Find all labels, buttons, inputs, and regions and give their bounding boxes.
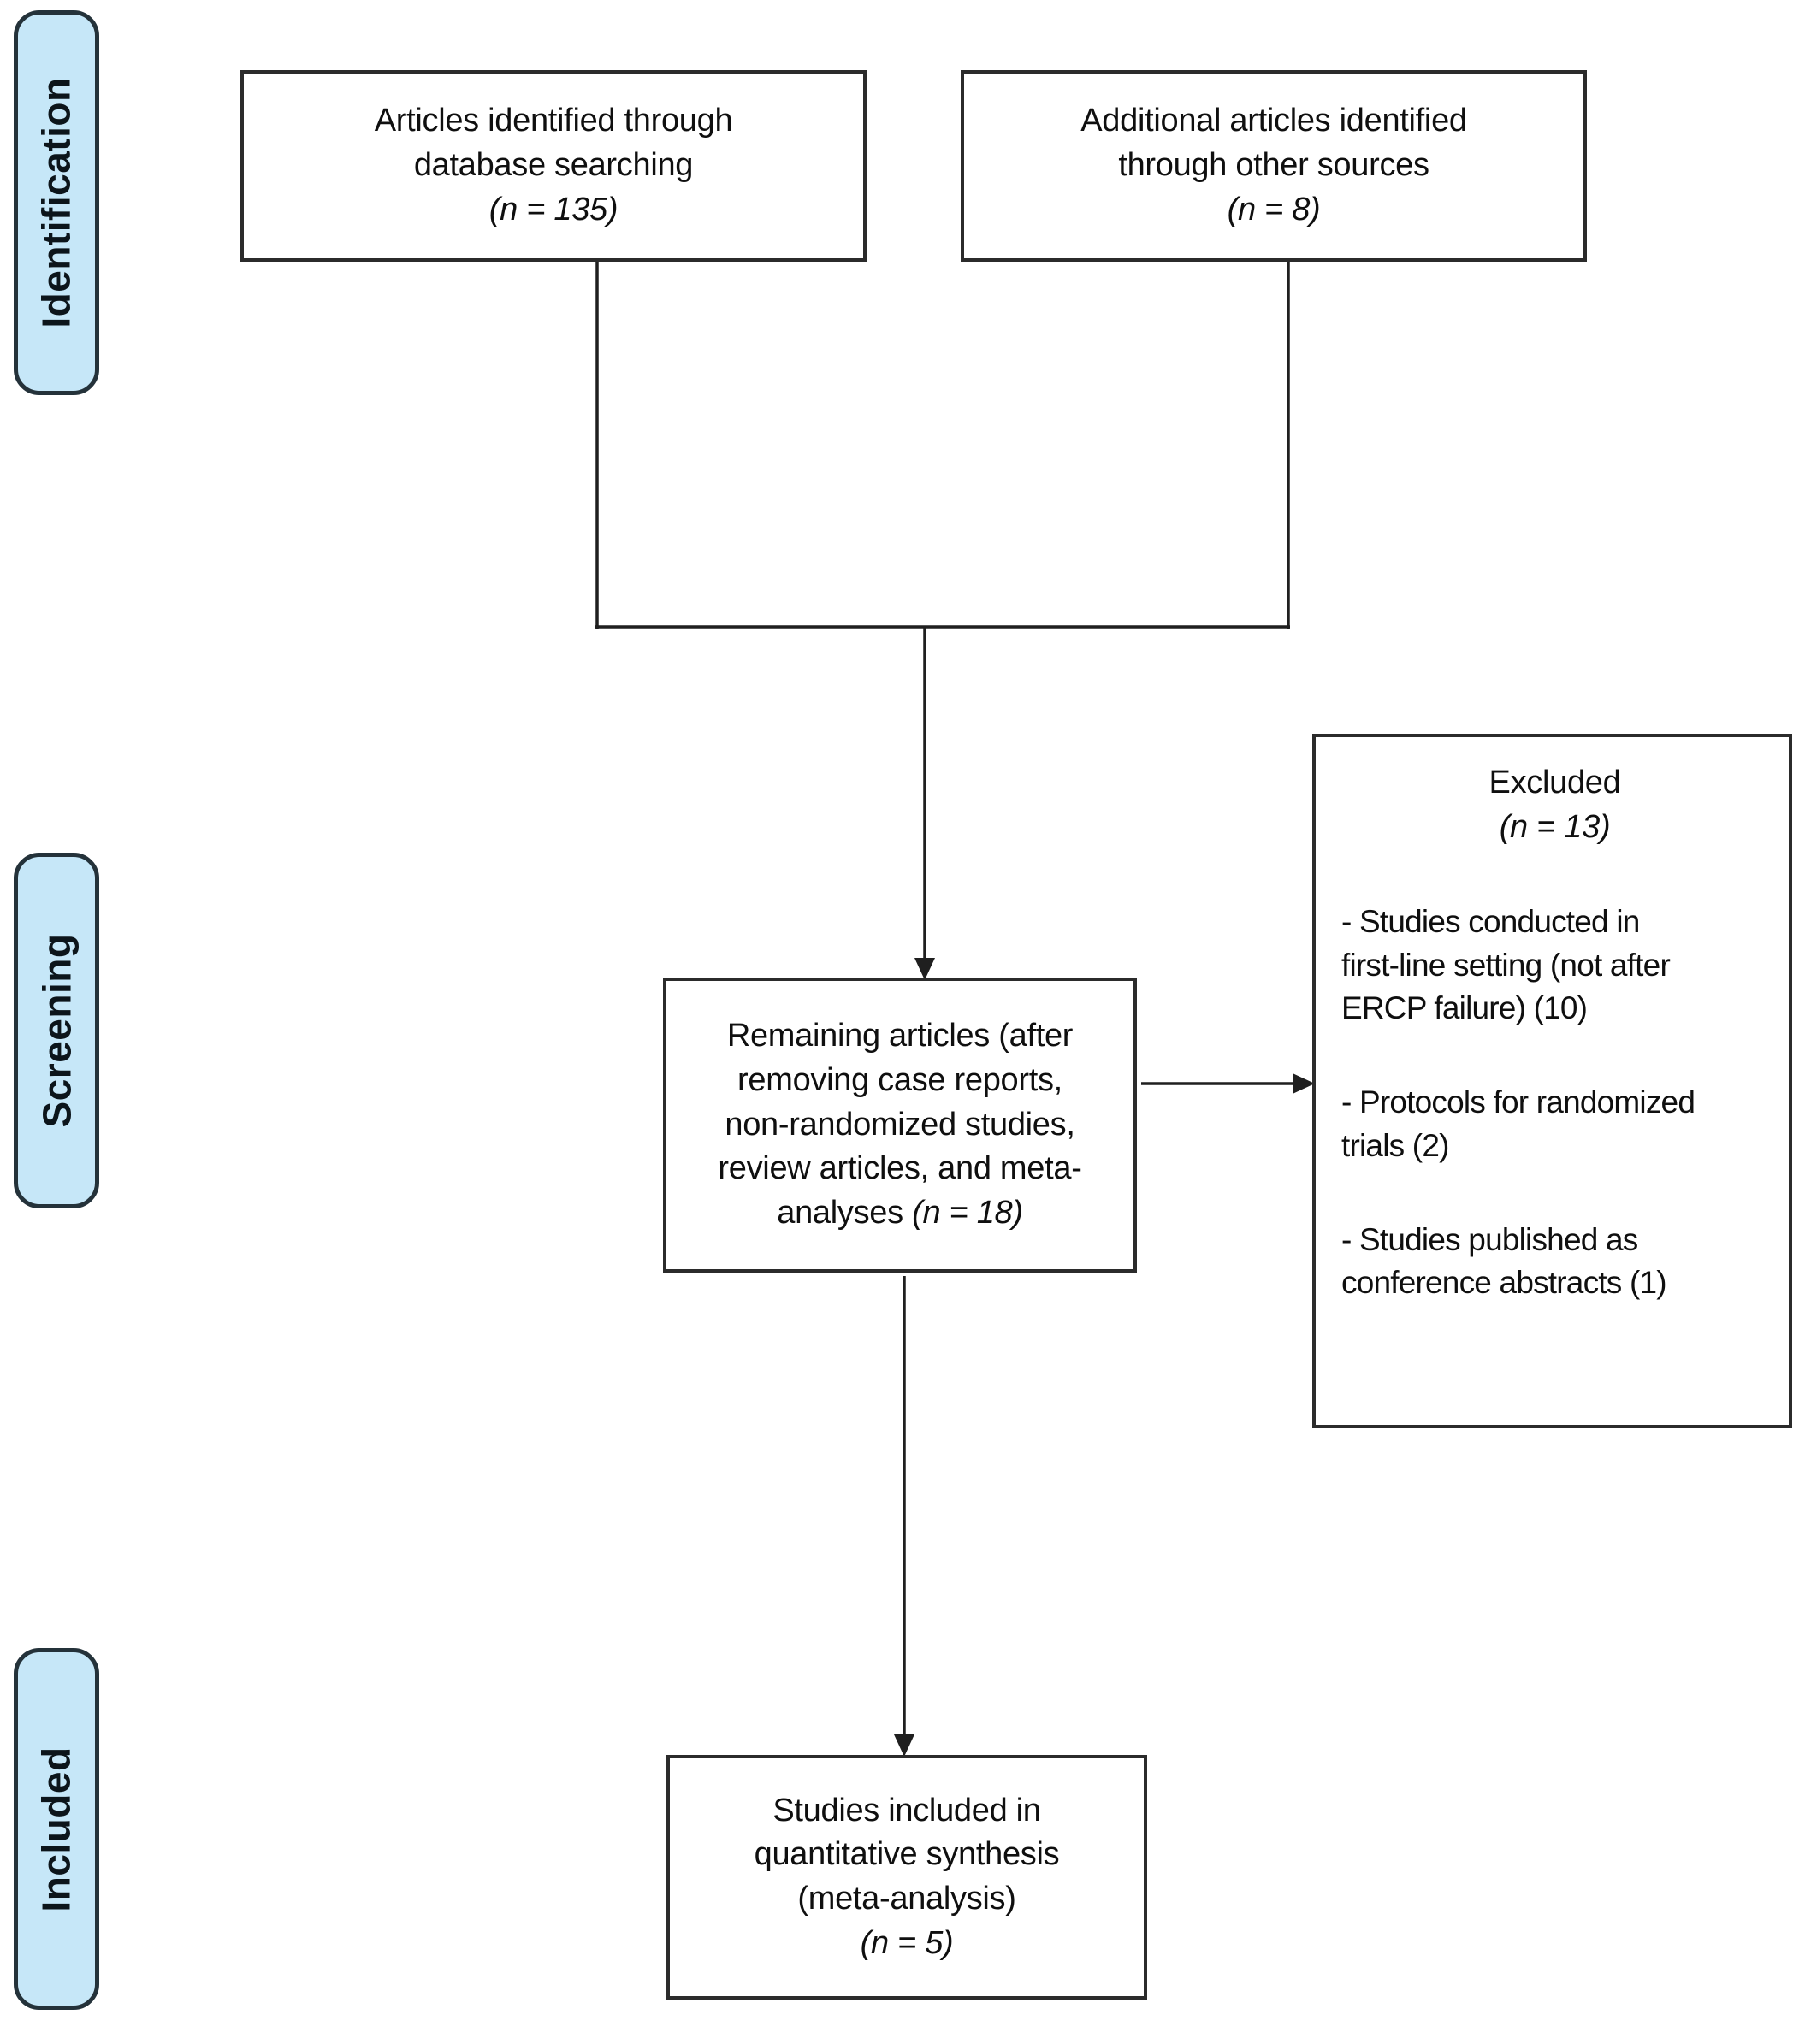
excluded-reason-first-line-setting: - Studies conducted in first-line settin… xyxy=(1341,901,1768,1030)
box-studies-included: Studies included in quantitative synthes… xyxy=(666,1755,1147,2000)
excluded-reason-protocols: - Protocols for randomized trials (2) xyxy=(1341,1081,1768,1167)
box-remaining-articles: Remaining articles (after removing case … xyxy=(663,978,1137,1273)
excluded-reason3-line2: conference abstracts (1) xyxy=(1341,1265,1667,1301)
box-excluded-heading: Excluded (n = 13) xyxy=(1341,761,1768,849)
box-excluded-count: (n = 13) xyxy=(1499,808,1611,845)
stage-label-identification: Identification xyxy=(14,10,99,395)
excluded-reason-conference-abstracts: - Studies published as conference abstra… xyxy=(1341,1219,1768,1305)
box-remaining-articles-text: Remaining articles (after removing case … xyxy=(718,1014,1081,1235)
box-articles-identified-line2: database searching xyxy=(413,147,694,184)
box-studies-included-line1: Studies included in xyxy=(772,1792,1041,1828)
box-articles-identified-text: Articles identified through database sea… xyxy=(375,99,733,232)
box-remaining-articles-count: (n = 18) xyxy=(912,1195,1023,1231)
excluded-reason1-line3: ERCP failure) (10) xyxy=(1341,990,1588,1025)
box-articles-identified-count: (n = 135) xyxy=(488,191,618,227)
box-articles-identified-line1: Articles identified through xyxy=(374,103,733,139)
box-additional-articles-text: Additional articles identified through o… xyxy=(1080,99,1467,232)
box-studies-included-text: Studies included in quantitative synthes… xyxy=(755,1789,1060,1966)
box-additional-articles-line1: Additional articles identified xyxy=(1080,103,1467,139)
box-remaining-articles-line4: review articles, and meta- xyxy=(718,1150,1082,1187)
arrowhead-to-included-icon xyxy=(894,1734,914,1757)
arrowhead-to-excluded-icon xyxy=(1293,1073,1315,1094)
stage-label-included-text: Included xyxy=(34,1746,79,1912)
box-additional-articles: Additional articles identified through o… xyxy=(961,70,1587,262)
box-studies-included-count: (n = 5) xyxy=(860,1924,954,1961)
excluded-reason3-line1: - Studies published as xyxy=(1341,1221,1638,1257)
arrowhead-to-remaining-icon xyxy=(914,958,935,980)
stage-label-screening-text: Screening xyxy=(34,933,80,1128)
box-additional-articles-count: (n = 8) xyxy=(1227,191,1321,227)
stage-label-screening: Screening xyxy=(14,853,99,1208)
excluded-reason2-line2: trials (2) xyxy=(1341,1127,1449,1163)
box-articles-identified: Articles identified through database sea… xyxy=(240,70,867,262)
box-additional-articles-line2: through other sources xyxy=(1118,147,1429,184)
stage-label-identification-text: Identification xyxy=(34,77,80,328)
stage-label-included: Included xyxy=(14,1648,99,2010)
box-remaining-articles-line5: analyses xyxy=(777,1195,913,1231)
box-studies-included-line2: quantitative synthesis xyxy=(754,1836,1060,1873)
excluded-reason1-line1: - Studies conducted in xyxy=(1341,904,1640,940)
box-remaining-articles-line2: removing case reports, xyxy=(737,1061,1062,1098)
excluded-reason1-line2: first-line setting (not after xyxy=(1341,947,1671,983)
box-remaining-articles-line1: Remaining articles (after xyxy=(726,1018,1074,1054)
box-excluded-title: Excluded xyxy=(1488,765,1621,800)
excluded-reason2-line1: - Protocols for randomized xyxy=(1341,1084,1696,1120)
box-excluded: Excluded (n = 13) - Studies conducted in… xyxy=(1312,734,1792,1428)
box-remaining-articles-line3: non-randomized studies, xyxy=(725,1106,1075,1143)
box-studies-included-line3: (meta-analysis) xyxy=(797,1881,1016,1917)
